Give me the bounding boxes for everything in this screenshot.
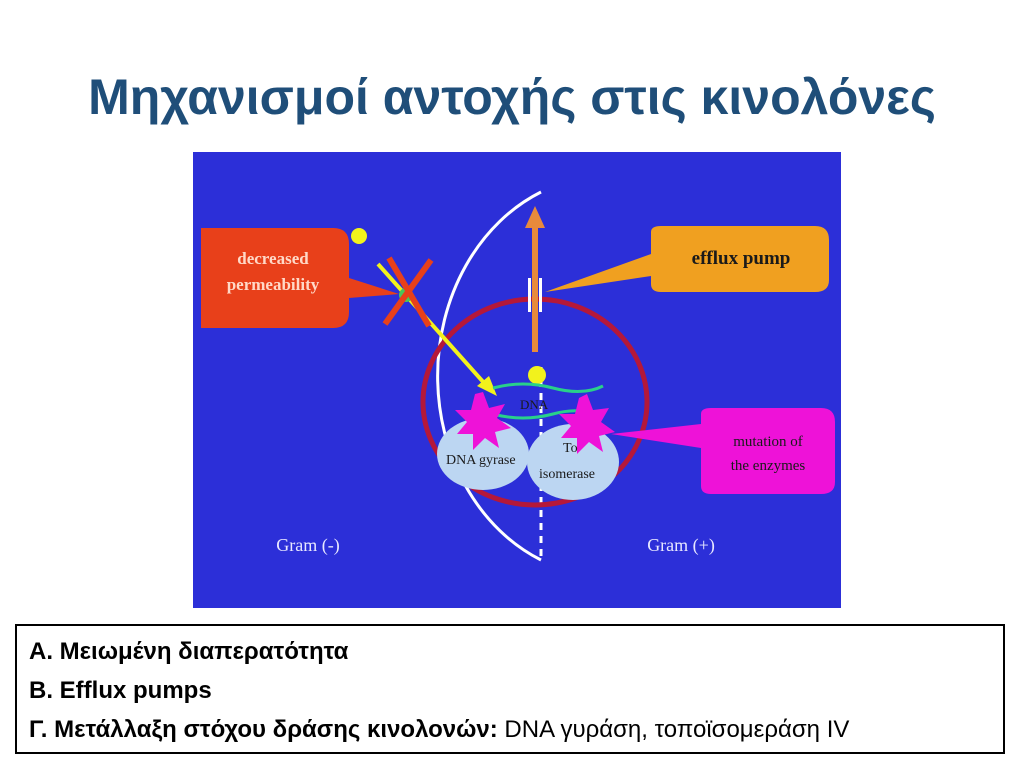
note-line-a: A. Μειωμένη διαπερατότητα bbox=[29, 632, 991, 671]
drug-molecule-outside bbox=[351, 228, 367, 244]
dna-strand-top bbox=[492, 382, 604, 393]
callout-decreased-permeability bbox=[201, 228, 399, 328]
note-c-bold: Γ. Μετάλλαξη στόχου δράσης κινολονών: bbox=[29, 716, 498, 743]
note-line-c: Γ. Μετάλλαξη στόχου δράσης κινολονών: DN… bbox=[29, 710, 991, 749]
mutation-star-gyrase bbox=[455, 392, 511, 450]
topoisomerase-label-line1: To bbox=[563, 441, 578, 456]
efflux-pump-channel-right bbox=[539, 278, 542, 312]
slide-title: Μηχανισμοί αντοχής στις κινολόνες bbox=[88, 69, 936, 125]
callout-mutation bbox=[611, 408, 835, 494]
note-a-bold: A. Μειωμένη διαπερατότητα bbox=[29, 638, 349, 665]
resistance-diagram: DNA DNA gyrase To isomerase decreased pe… bbox=[193, 152, 841, 608]
gram-negative-label: Gram (-) bbox=[276, 535, 339, 556]
note-line-b: B. Efflux pumps bbox=[29, 671, 991, 710]
callout-mutation-line2: the enzymes bbox=[731, 458, 806, 474]
note-b-bold: B. Efflux pumps bbox=[29, 677, 212, 704]
dna-gyrase-label: DNA gyrase bbox=[446, 453, 516, 468]
callout-efflux-pump bbox=[545, 226, 829, 292]
gram-positive-label: Gram (+) bbox=[647, 535, 715, 556]
drug-entry-arrow bbox=[376, 262, 487, 386]
drug-molecule-inside bbox=[528, 366, 546, 384]
blocked-x-mark-b bbox=[382, 258, 434, 326]
note-c-normal: DNA γυράση, τοποϊσομεράση IV bbox=[497, 716, 850, 743]
callout-decreased-line2: permeability bbox=[227, 275, 320, 294]
drug-entry-arrow-head bbox=[477, 376, 497, 396]
mechanisms-notes-box: A. Μειωμένη διαπερατότητα B. Efflux pump… bbox=[15, 624, 1005, 754]
dna-gyrase-enzyme bbox=[437, 418, 529, 490]
callout-decreased-line1: decreased bbox=[237, 249, 309, 268]
callout-mutation-line1: mutation of bbox=[733, 434, 803, 450]
mutation-star-topoisomerase bbox=[559, 394, 615, 454]
gram-negative-outer-membrane bbox=[436, 190, 542, 562]
topoisomerase-label-line2: isomerase bbox=[539, 467, 595, 482]
dna-label: DNA bbox=[520, 397, 549, 412]
efflux-pump-channel-left bbox=[528, 278, 531, 312]
efflux-arrow-head bbox=[525, 206, 545, 228]
callout-efflux-label: efflux pump bbox=[692, 248, 791, 269]
